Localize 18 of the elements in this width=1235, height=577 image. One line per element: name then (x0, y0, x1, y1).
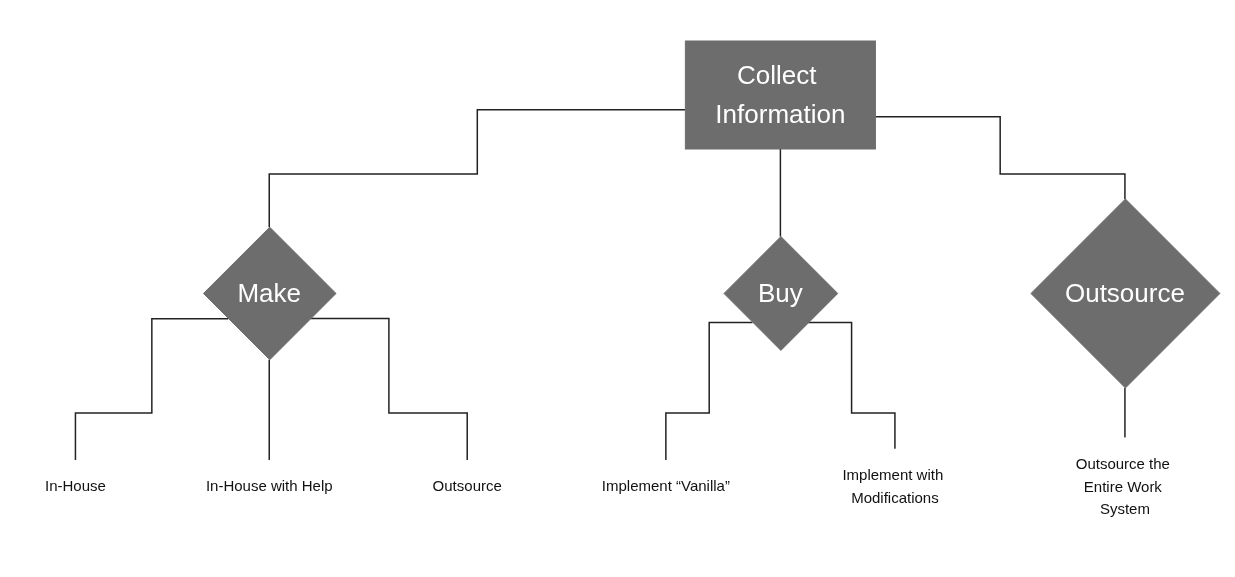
node-box: Collect Information (684, 40, 876, 150)
connector (268, 359, 270, 462)
node-diamond: Buy (723, 236, 839, 352)
connector (779, 148, 782, 238)
connector (874, 116, 1126, 200)
connector (74, 318, 229, 462)
connector (665, 322, 754, 462)
node-diamond: Make (203, 226, 337, 361)
node-text: Outsource (432, 477, 502, 495)
node-diamond: Outsource (1030, 198, 1221, 389)
connector (807, 322, 896, 451)
connector (1124, 387, 1126, 439)
node-text: Implement with Modifications (842, 466, 944, 506)
connector (268, 109, 687, 229)
node-text: In-House with Help (205, 477, 333, 495)
node-text: Implement “Vanilla” (601, 477, 730, 495)
node-text: Outsource the Entire Work System (1075, 455, 1170, 518)
node-text: In-House (45, 477, 106, 495)
